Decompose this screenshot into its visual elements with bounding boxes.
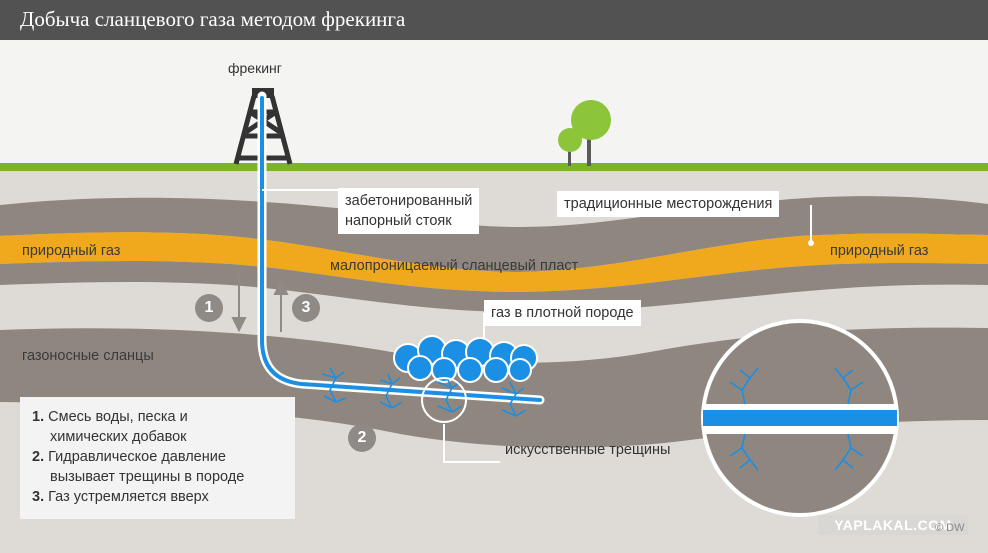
legend-item-text: Смесь воды, песка и [48,409,188,425]
legend-item-number: 2. [32,449,45,465]
well-pipe-core [260,96,542,402]
legend-item-text-cont: вызывает трещины в породе [50,469,245,485]
legend-item-text-cont: химических добавок [50,429,187,445]
natural-gas-label-left: природный газ [22,243,121,259]
fracture-leader-line [443,424,500,463]
legend-item: 3. Газ устремляется вверх [32,487,295,507]
page-title: Добыча сланцевого газа методом фрекинга [20,7,406,31]
cased-riser-callout: забетонированный напорный стояк [338,188,480,234]
gas-bubbles [393,335,538,383]
natural-gas-layer [0,232,988,292]
fracking-label: фрекинг [228,60,282,76]
legend-item-text: Газ устремляется вверх [48,489,209,505]
legend-item: 1. Смесь воды, песка и химических добаво… [32,407,295,447]
shale-layer-lower [0,260,988,312]
title-bar: Добыча сланцевого газа методом фрекинга [0,0,988,40]
gas-bearing-shale-label: газоносные сланцы [22,348,154,364]
gas-in-tight-rock-callout: газ в плотной породе [484,300,641,326]
step-badge-3: 3 [292,294,320,322]
low-permeability-shale-label: малопроницаемый сланцевый пласт [330,258,579,274]
grass-strip [0,163,988,171]
source-credit: © DW [935,522,965,534]
zoom-circle [701,319,899,517]
tree-icon [558,100,611,166]
legend-box: 1. Смесь воды, песка и химических добаво… [20,397,295,519]
step-badge-2: 2 [348,424,376,452]
cased-riser-line1: забетонированный [345,193,473,209]
legend-item-text: Гидравлическое давление [48,449,226,465]
natural-gas-label-right: природный газ [830,243,929,259]
fracture-marks [321,367,527,417]
down-arrow-icon [231,272,247,333]
legend-item: 2. Гидравлическое давление вызывает трещ… [32,447,295,487]
up-arrow-icon [273,279,289,332]
traditional-deposits-callout: традиционные месторождения [557,191,780,217]
watermark: YAPLAKAL.COM [818,515,968,535]
fracking-scene [0,40,988,553]
cased-riser-line2: напорный стояк [345,213,452,229]
legend-item-number: 3. [32,489,45,505]
legend-list: 1. Смесь воды, песка и химических добаво… [20,397,295,507]
step-badge-1: 1 [195,294,223,322]
legend-item-number: 1. [32,409,45,425]
artificial-fractures-label: искусственные трещины [505,442,671,458]
magnifier-small-circle [421,377,467,423]
deposits-leader-dot [808,240,814,246]
sky [0,40,988,165]
